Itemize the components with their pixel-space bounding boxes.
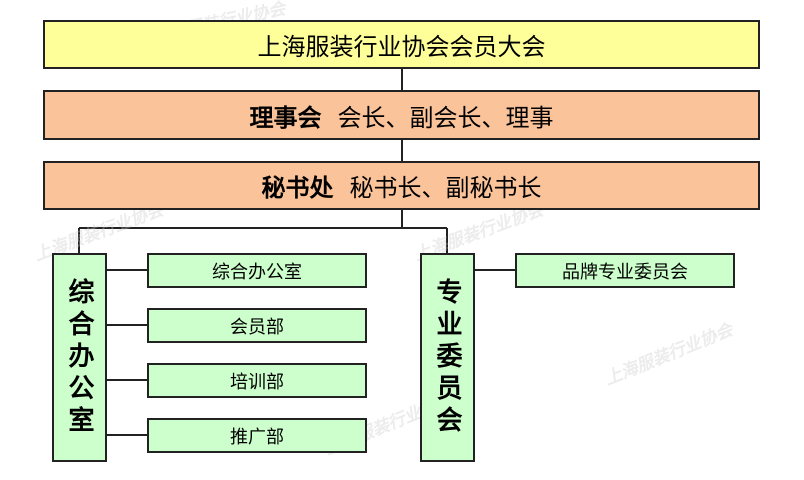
council-box: 理事会 会长、副会长、理事 bbox=[43, 90, 760, 140]
department-membership: 会员部 bbox=[147, 308, 367, 343]
general-office-label: 综合办公室 bbox=[64, 277, 94, 438]
council-title: 理事会 bbox=[249, 103, 322, 132]
department-promotion: 推广部 bbox=[147, 418, 367, 453]
council-members: 会长、副会长、理事 bbox=[337, 103, 554, 132]
specialized-committee-box: 专业委员会 bbox=[420, 253, 475, 462]
specialized-committee-label: 专业委员会 bbox=[432, 277, 462, 438]
department-training: 培训部 bbox=[147, 363, 367, 398]
department-label: 推广部 bbox=[230, 426, 284, 448]
department-label: 会员部 bbox=[230, 316, 284, 338]
department-label: 综合办公室 bbox=[212, 261, 302, 283]
secretariat-members: 秘书长、副秘书长 bbox=[349, 174, 542, 202]
department-general-office: 综合办公室 bbox=[147, 253, 367, 288]
department-brand-committee: 品牌专业委员会 bbox=[515, 253, 735, 288]
secretariat-title: 秘书处 bbox=[261, 174, 334, 202]
general-office-box: 综合办公室 bbox=[52, 253, 107, 462]
department-label: 品牌专业委员会 bbox=[562, 261, 688, 283]
department-label: 培训部 bbox=[230, 371, 284, 393]
member-assembly-box: 上海服装行业协会会员大会 bbox=[43, 20, 760, 69]
member-assembly-label: 上海服装行业协会会员大会 bbox=[257, 33, 546, 61]
secretariat-box: 秘书处 秘书长、副秘书长 bbox=[43, 161, 760, 210]
